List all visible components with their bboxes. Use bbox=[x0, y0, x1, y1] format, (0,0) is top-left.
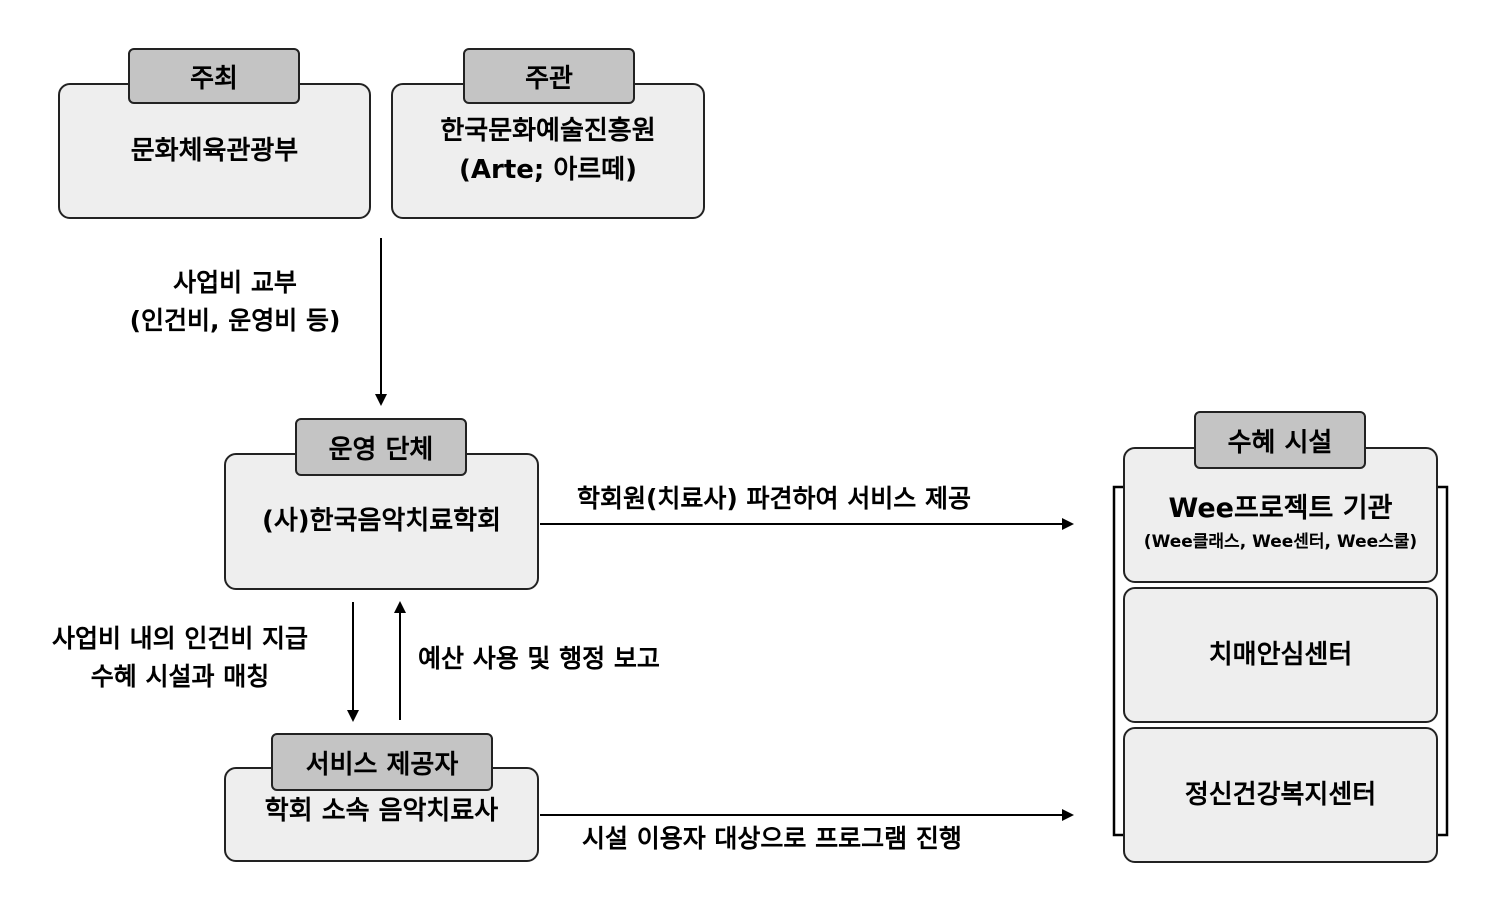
dispatch-label: 학회원(치료사) 파견하여 서비스 제공 bbox=[577, 484, 971, 513]
funding-label-line2: (인건비, 운영비 등) bbox=[129, 305, 341, 335]
funding-label-line1: 사업비 교부 bbox=[173, 268, 297, 297]
payment-label-line1: 사업비 내의 인건비 지급 bbox=[51, 624, 309, 653]
facility-dementia-center: 치매안심센터 bbox=[1123, 587, 1438, 723]
operator-tag: 운영 단체 bbox=[295, 418, 467, 476]
beneficiary-tag-label: 수혜 시설 bbox=[1227, 427, 1333, 458]
organizer-name-line1: 한국문화예술진흥원 bbox=[440, 116, 656, 146]
host-name: 문화체육관광부 bbox=[130, 135, 299, 166]
operator-name: (사)한국음악치료학회 bbox=[261, 506, 502, 536]
funding-label: 사업비 교부 (인건비, 운영비 등) bbox=[100, 264, 370, 339]
organizer-tag-label: 주관 bbox=[525, 63, 573, 94]
program-label: 시설 이용자 대상으로 프로그램 진행 bbox=[582, 824, 962, 853]
facility-mental-health-title: 정신건강복지센터 bbox=[1184, 779, 1377, 810]
facility-wee-title: Wee프로젝트 기관 bbox=[1168, 493, 1393, 524]
provider-name: 학회 소속 음악치료사 bbox=[264, 796, 499, 826]
provider-tag: 서비스 제공자 bbox=[271, 733, 493, 791]
report-label: 예산 사용 및 행정 보고 bbox=[418, 644, 660, 673]
host-tag-label: 주최 bbox=[190, 63, 238, 94]
beneficiary-bracket bbox=[1112, 485, 1449, 837]
facility-wee: Wee프로젝트 기관 (Wee클래스, Wee센터, Wee스쿨) bbox=[1123, 447, 1438, 583]
operator-box: (사)한국음악치료학회 bbox=[224, 453, 539, 590]
organizer-name-line2: (Arte; 아르떼) bbox=[459, 155, 637, 185]
payment-label-line2: 수혜 시설과 매칭 bbox=[90, 661, 270, 691]
provider-tag-label: 서비스 제공자 bbox=[305, 749, 459, 780]
organizer-tag: 주관 bbox=[463, 48, 635, 104]
beneficiary-tag: 수혜 시설 bbox=[1194, 411, 1366, 469]
operator-tag-label: 운영 단체 bbox=[328, 434, 434, 465]
facility-wee-subtitle: (Wee클래스, Wee센터, Wee스쿨) bbox=[1143, 531, 1418, 552]
payment-label: 사업비 내의 인건비 지급 수혜 시설과 매칭 bbox=[20, 620, 340, 695]
host-tag: 주최 bbox=[128, 48, 300, 104]
facility-mental-health-center: 정신건강복지센터 bbox=[1123, 727, 1438, 863]
facility-dementia-title: 치매안심센터 bbox=[1208, 639, 1353, 670]
